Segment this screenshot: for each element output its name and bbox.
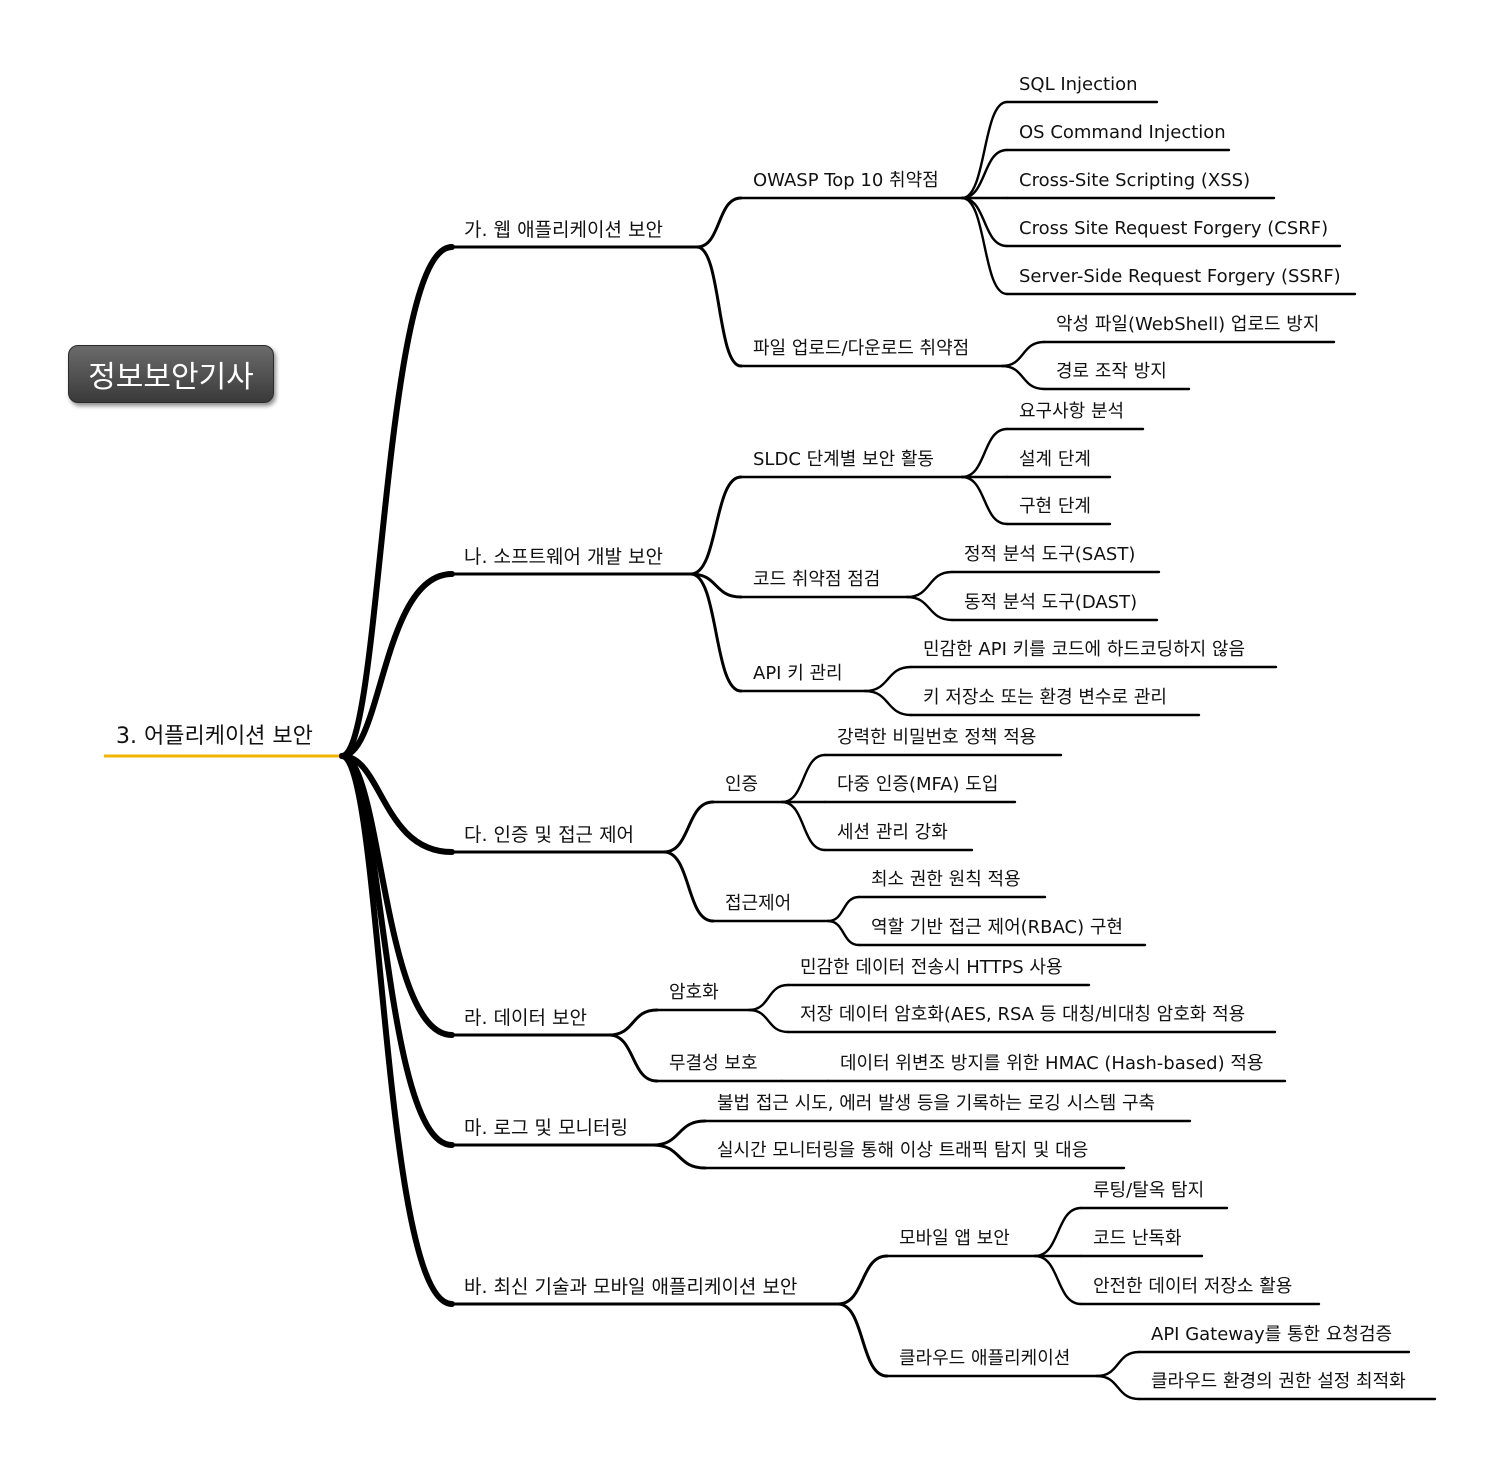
branch-실시간-모니터링을-통해-이상-트래픽-탐지-및-대응 bbox=[651, 1143, 707, 1170]
node-나-소프트웨어-개발-보안[interactable]: 나. 소프트웨어 개발 보안 bbox=[464, 546, 663, 568]
node-api-gateway를-통한-요청검증[interactable]: API Gateway를 통한 요청검증 bbox=[1151, 1324, 1393, 1345]
node-코드-난독화[interactable]: 코드 난독화 bbox=[1093, 1228, 1182, 1249]
branch-최소-권한-원칙-적용 bbox=[826, 895, 861, 923]
node-다-인증-및-접근-제어[interactable]: 다. 인증 및 접근 제어 bbox=[464, 824, 635, 846]
branch-불법-접근-시도-에러-발생-등을-기록하는-로깅-시스템-구축 bbox=[651, 1119, 707, 1147]
node-역할-기반-접근-제어-rbac-구현[interactable]: 역할 기반 접근 제어(RBAC) 구현 bbox=[871, 917, 1123, 938]
node-모바일-앱-보안[interactable]: 모바일 앱 보안 bbox=[899, 1228, 1010, 1249]
node-악성-파일-webshell-업로드-방지[interactable]: 악성 파일(WebShell) 업로드 방지 bbox=[1056, 314, 1320, 335]
branch-안전한-데이터-저장소-활용 bbox=[1033, 1254, 1083, 1306]
node-설계-단계[interactable]: 설계 단계 bbox=[1019, 449, 1091, 470]
node-접근제어[interactable]: 접근제어 bbox=[725, 893, 792, 914]
branch-cross-site-request-forgery-csrf bbox=[960, 196, 1009, 248]
node-강력한-비밀번호-정책-적용[interactable]: 강력한 비밀번호 정책 적용 bbox=[837, 727, 1037, 748]
branch-요구사항-분석 bbox=[960, 427, 1009, 479]
node-os-command-injection[interactable]: OS Command Injection bbox=[1019, 122, 1226, 143]
node-sql-injection[interactable]: SQL Injection bbox=[1019, 74, 1138, 95]
node-클라우드-환경의-권한-설정-최적화[interactable]: 클라우드 환경의 권한 설정 최적화 bbox=[1151, 1371, 1406, 1392]
node-파일-업로드-다운로드-취약점[interactable]: 파일 업로드/다운로드 취약점 bbox=[753, 338, 970, 359]
branch-바-최신-기술과-모바일-애플리케이션-보안 bbox=[339, 753, 455, 1307]
node-민감한-데이터-전송시-https-사용[interactable]: 민감한 데이터 전송시 HTTPS 사용 bbox=[800, 957, 1063, 978]
branch-api-gateway를-통한-요청검증 bbox=[1095, 1350, 1141, 1378]
branch-server-side-request-forgery-ssrf bbox=[960, 196, 1009, 296]
node-무결성-보호[interactable]: 무결성 보호 bbox=[669, 1053, 758, 1074]
node-키-저장소-또는-환경-변수로-관리[interactable]: 키 저장소 또는 환경 변수로 관리 bbox=[923, 687, 1167, 708]
node-불법-접근-시도-에러-발생-등을-기록하는-로깅-시스템-구축[interactable]: 불법 접근 시도, 에러 발생 등을 기록하는 로깅 시스템 구축 bbox=[717, 1093, 1156, 1114]
node-구현-단계[interactable]: 구현 단계 bbox=[1019, 496, 1091, 517]
node-가-웹-애플리케이션-보안[interactable]: 가. 웹 애플리케이션 보안 bbox=[464, 219, 663, 241]
branch-sql-injection bbox=[960, 100, 1009, 200]
node-경로-조작-방지[interactable]: 경로 조작 방지 bbox=[1056, 361, 1167, 382]
node-코드-취약점-점검[interactable]: 코드 취약점 점검 bbox=[753, 569, 881, 590]
branch-키-저장소-또는-환경-변수로-관리 bbox=[863, 689, 913, 717]
branch-경로-조작-방지 bbox=[1000, 364, 1046, 391]
node-sldc-단계별-보안-활동[interactable]: SLDC 단계별 보안 활동 bbox=[753, 449, 934, 470]
branch-무결성-보호 bbox=[607, 1033, 659, 1083]
branch-인증 bbox=[662, 800, 715, 854]
node-cross-site-request-forgery-csrf[interactable]: Cross Site Request Forgery (CSRF) bbox=[1019, 218, 1329, 239]
branch-세션-관리-강화 bbox=[780, 800, 827, 852]
node-3-어플리케이션-보안[interactable]: 3. 어플리케이션 보안 bbox=[116, 724, 313, 749]
node-세션-관리-강화[interactable]: 세션 관리 강화 bbox=[837, 822, 948, 843]
branch-루팅-탈옥-탐지 bbox=[1033, 1206, 1083, 1258]
node-정적-분석-도구-sast[interactable]: 정적 분석 도구(SAST) bbox=[964, 544, 1136, 565]
node-안전한-데이터-저장소-활용[interactable]: 안전한 데이터 저장소 활용 bbox=[1093, 1276, 1293, 1297]
node-저장-데이터-암호화-aes-rsa-등-대칭-비대칭-암호화-적용[interactable]: 저장 데이터 암호화(AES, RSA 등 대칭/비대칭 암호화 적용 bbox=[800, 1004, 1246, 1025]
node-인증[interactable]: 인증 bbox=[725, 774, 759, 795]
node-데이터-위변조-방지를-위한-hmac-hash-based-적용[interactable]: 데이터 위변조 방지를 위한 HMAC (Hash-based) 적용 bbox=[840, 1053, 1264, 1074]
branch-구현-단계 bbox=[960, 475, 1009, 526]
branch-owasp-top-10-취약점 bbox=[695, 196, 743, 249]
node-민감한-api-키를-코드에-하드코딩하지-않음[interactable]: 민감한 API 키를 코드에 하드코딩하지 않음 bbox=[923, 639, 1246, 660]
branch-os-command-injection bbox=[960, 148, 1009, 200]
node-바-최신-기술과-모바일-애플리케이션-보안[interactable]: 바. 최신 기술과 모바일 애플리케이션 보안 bbox=[464, 1276, 798, 1298]
branch-정적-분석-도구-sast bbox=[905, 570, 954, 599]
branch-민감한-데이터-전송시-https-사용 bbox=[747, 983, 790, 1012]
node-api-키-관리[interactable]: API 키 관리 bbox=[753, 663, 843, 684]
branch-나-소프트웨어-개발-보안 bbox=[339, 571, 455, 759]
branch-역할-기반-접근-제어-rbac-구현 bbox=[826, 919, 861, 947]
node-마-로그-및-모니터링[interactable]: 마. 로그 및 모니터링 bbox=[464, 1117, 628, 1139]
branch-코드-취약점-점검 bbox=[689, 572, 743, 599]
node-다중-인증-mfa-도입[interactable]: 다중 인증(MFA) 도입 bbox=[837, 774, 999, 795]
branch-동적-분석-도구-dast bbox=[905, 595, 954, 622]
branch-가-웹-애플리케이션-보안 bbox=[339, 244, 455, 759]
node-동적-분석-도구-dast[interactable]: 동적 분석 도구(DAST) bbox=[964, 592, 1138, 613]
branch-다-인증-및-접근-제어 bbox=[339, 753, 455, 855]
branch-악성-파일-webshell-업로드-방지 bbox=[1000, 340, 1046, 368]
node-요구사항-분석[interactable]: 요구사항 분석 bbox=[1019, 401, 1125, 422]
node-server-side-request-forgery-ssrf[interactable]: Server-Side Request Forgery (SSRF) bbox=[1019, 266, 1341, 287]
branch-저장-데이터-암호화-aes-rsa-등-대칭-비대칭-암호화-적용 bbox=[747, 1008, 790, 1034]
branch-클라우드-환경의-권한-설정-최적화 bbox=[1095, 1374, 1141, 1401]
branch-모바일-앱-보안 bbox=[836, 1254, 889, 1306]
branch-강력한-비밀번호-정책-적용 bbox=[780, 753, 827, 804]
node-루팅-탈옥-탐지[interactable]: 루팅/탈옥 탐지 bbox=[1093, 1180, 1205, 1201]
branch-민감한-api-키를-코드에-하드코딩하지-않음 bbox=[863, 665, 913, 693]
branch-sldc-단계별-보안-활동 bbox=[689, 475, 743, 576]
node-최소-권한-원칙-적용[interactable]: 최소 권한 원칙 적용 bbox=[871, 869, 1021, 890]
title-badge[interactable]: 정보보안기사 bbox=[68, 345, 274, 403]
node-실시간-모니터링을-통해-이상-트래픽-탐지-및-대응[interactable]: 실시간 모니터링을 통해 이상 트래픽 탐지 및 대응 bbox=[717, 1140, 1089, 1161]
node-owasp-top-10-취약점[interactable]: OWASP Top 10 취약점 bbox=[753, 170, 939, 191]
branch-암호화 bbox=[607, 1008, 659, 1037]
node-라-데이터-보안[interactable]: 라. 데이터 보안 bbox=[464, 1007, 587, 1029]
branch-파일-업로드-다운로드-취약점 bbox=[695, 245, 743, 368]
node-cross-site-scripting-xss[interactable]: Cross-Site Scripting (XSS) bbox=[1019, 170, 1251, 191]
branch-접근제어 bbox=[662, 850, 715, 923]
node-암호화[interactable]: 암호화 bbox=[669, 982, 719, 1003]
node-클라우드-애플리케이션[interactable]: 클라우드 애플리케이션 bbox=[899, 1348, 1071, 1369]
branch-클라우드-애플리케이션 bbox=[836, 1302, 889, 1378]
branch-api-키-관리 bbox=[689, 572, 743, 693]
